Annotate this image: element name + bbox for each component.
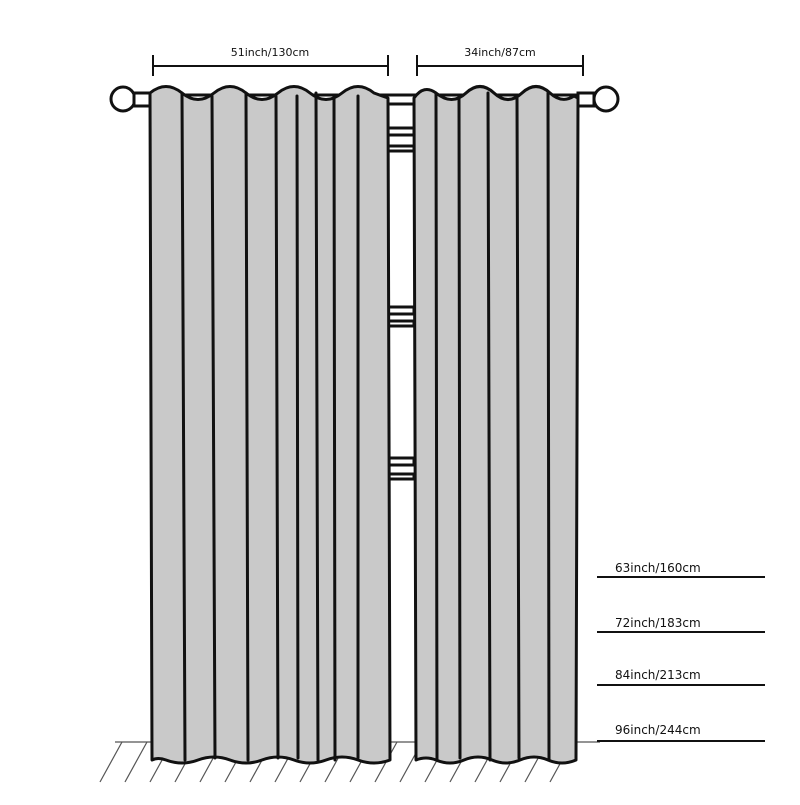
fold-line — [210, 94, 217, 760]
rod-bracket-middle — [386, 305, 416, 316]
length-label-63: 63inch/160cm — [615, 561, 701, 575]
curtain-panel-left-folds — [180, 91, 360, 762]
fold-line — [180, 91, 187, 762]
fold-line — [295, 94, 300, 760]
fold-line — [244, 91, 250, 762]
rod-finial-right-collar — [576, 91, 596, 108]
curtain-panel-left — [148, 85, 392, 765]
width-dimension-left — [152, 55, 389, 76]
length-label-72: 72inch/183cm — [615, 616, 701, 630]
rod-finials — [109, 85, 620, 113]
curtain-panel-left-body — [148, 85, 392, 765]
floor-hatch-mark — [99, 741, 123, 783]
rod-bracket-bottom-lower — [386, 472, 416, 481]
rod-bracket-bottom — [386, 456, 416, 467]
rod-finial-right — [592, 85, 620, 113]
fold-line — [274, 94, 280, 760]
fold-line — [486, 91, 492, 762]
rod-bracket-top — [386, 126, 416, 137]
floor-hatch-mark — [124, 741, 148, 783]
width-dimension-right — [416, 55, 584, 76]
curtain-panel-right-body — [412, 85, 580, 765]
rod-finial-left-collar — [132, 91, 152, 108]
fold-line — [332, 93, 337, 762]
curtain-panel-right — [412, 85, 580, 765]
rod-finial-left — [109, 85, 137, 113]
rod-bracket-top-lower — [386, 144, 416, 153]
length-label-96: 96inch/244cm — [615, 723, 701, 737]
fold-line — [434, 92, 439, 762]
curtain-panel-right-folds — [434, 91, 551, 762]
width-label-right: 34inch/87cm — [464, 46, 536, 59]
fold-line — [457, 94, 462, 760]
length-label-84: 84inch/213cm — [615, 668, 701, 682]
fold-line — [314, 91, 320, 762]
rod-bracket-middle-lower — [386, 319, 416, 328]
fold-line — [515, 94, 521, 760]
length-options: 63inch/160cm 72inch/183cm 84inch/213cm 9… — [597, 561, 765, 742]
width-label-left: 51inch/130cm — [231, 46, 310, 59]
fold-line — [546, 91, 551, 762]
